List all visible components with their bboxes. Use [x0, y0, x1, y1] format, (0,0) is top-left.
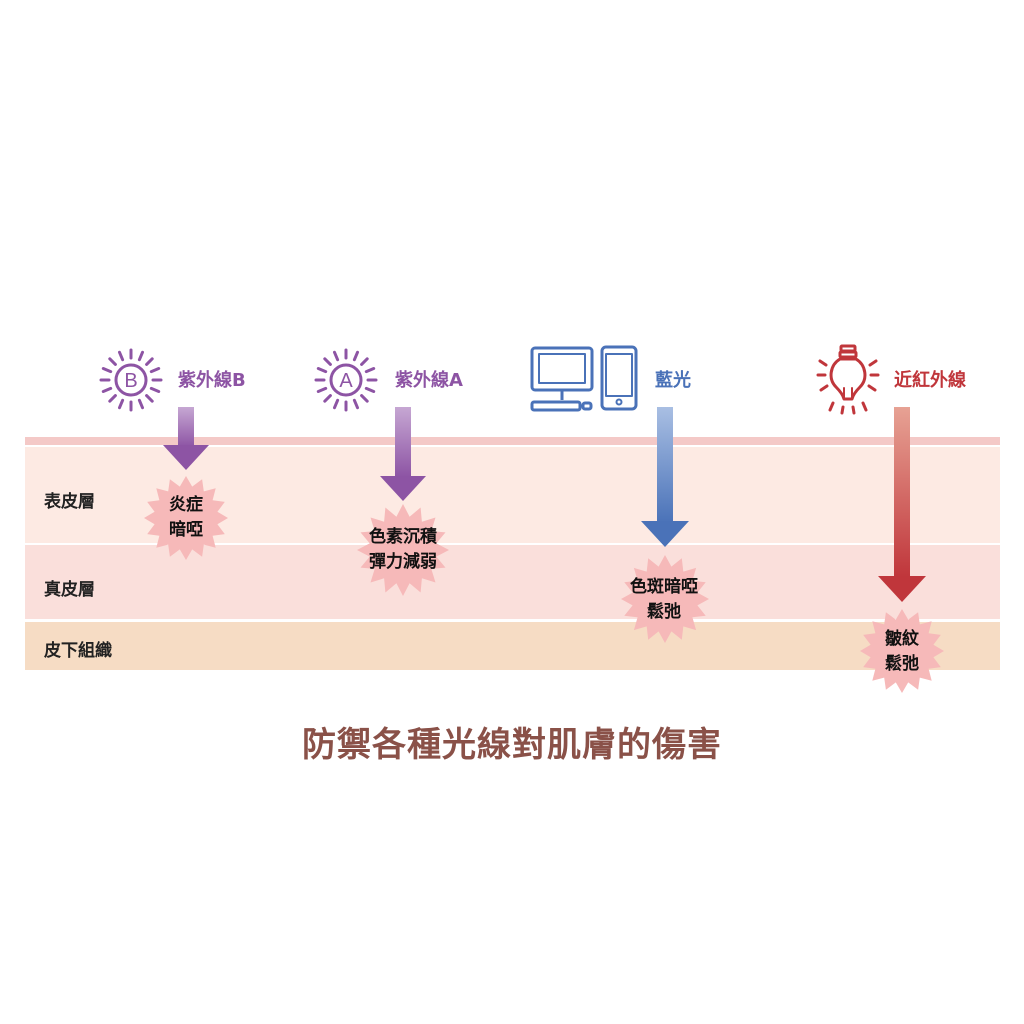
- sun-b-letter: B: [124, 370, 137, 392]
- uvb-effect-1: 炎症: [169, 495, 203, 515]
- infrared-label: 近紅外線: [894, 370, 966, 391]
- skin-surface-line: [25, 437, 1000, 445]
- blue-light-effects: 色斑暗啞 鬆弛: [614, 575, 714, 625]
- uvb-effect-2: 暗啞: [169, 520, 203, 540]
- uvb-effect-burst: [144, 476, 228, 560]
- layer-label-epidermis: 表皮層: [44, 492, 95, 512]
- uva-effect-1: 色素沉積: [369, 527, 437, 547]
- layer-label-subcutaneous: 皮下組織: [44, 641, 112, 661]
- blue-light-effect-burst: [621, 555, 709, 643]
- infrared-effect-2: 鬆弛: [885, 654, 919, 674]
- infrared-effects: 皺紋 鬆弛: [862, 627, 942, 677]
- blue-light-label: 藍光: [655, 370, 691, 391]
- page-title: 防禦各種光線對肌膚的傷害: [302, 725, 722, 765]
- blue-light-arrow: [641, 407, 689, 547]
- uvb-arrow: [163, 407, 209, 470]
- uva-effect-2: 彈力減弱: [369, 552, 437, 572]
- infrared-effect-1: 皺紋: [885, 629, 919, 649]
- subcutaneous-layer: [25, 622, 1000, 670]
- uva-effects: 色素沉積 彈力減弱: [353, 525, 453, 575]
- infrared-arrow: [878, 407, 926, 602]
- blue-light-effect-2: 鬆弛: [647, 602, 681, 622]
- uva-arrow: [380, 407, 426, 501]
- sun-b-icon: B: [99, 348, 163, 412]
- light-bulb-icon: [816, 344, 880, 415]
- infrared-effect-burst: [860, 609, 944, 693]
- uvb-effects: 炎症 暗啞: [146, 493, 226, 543]
- layer-label-dermis: 真皮層: [44, 580, 95, 600]
- sun-a-icon: A: [314, 348, 378, 412]
- uva-label: 紫外線A: [395, 370, 463, 391]
- computer-phone-icon: [530, 345, 638, 412]
- uvb-label: 紫外線B: [178, 370, 246, 391]
- uva-effect-burst: [357, 504, 449, 596]
- sun-a-letter: A: [339, 370, 353, 392]
- blue-light-effect-1: 色斑暗啞: [630, 577, 698, 597]
